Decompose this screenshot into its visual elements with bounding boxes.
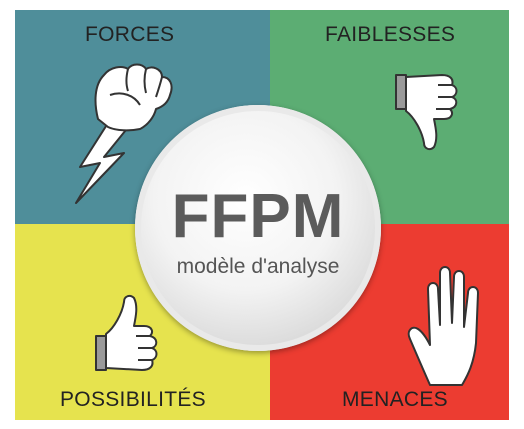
- swot-diagram: FFPM modèle d'analyse FORCES FAIBLESSES …: [15, 10, 509, 420]
- menaces-label: MENACES: [342, 388, 448, 411]
- thumbs-up-icon: [95, 294, 158, 371]
- possibilites-label: POSSIBILITÉS: [60, 388, 206, 411]
- center-circle: FFPM modèle d'analyse: [135, 105, 381, 351]
- model-title: FFPM: [171, 182, 345, 251]
- forces-label: FORCES: [85, 23, 175, 46]
- faiblesses-label: FAIBLESSES: [325, 23, 456, 46]
- model-subtitle: modèle d'analyse: [176, 255, 340, 278]
- raised-fist-lightning-icon: [75, 63, 173, 204]
- thumbs-down-icon: [395, 74, 458, 151]
- raised-hand-icon: [407, 266, 479, 386]
